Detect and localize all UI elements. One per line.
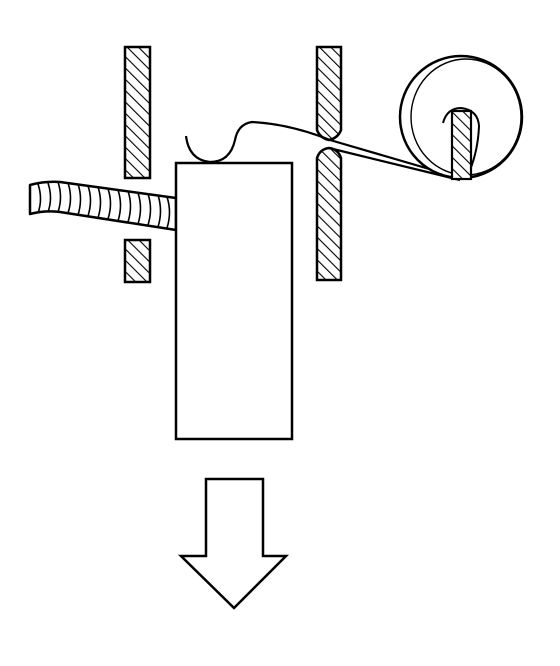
left-wall-upper <box>123 45 152 180</box>
wire-loop <box>184 120 461 180</box>
right-wall-upper <box>315 45 343 142</box>
reel-spindle <box>450 109 473 181</box>
left-wall-lower <box>123 238 152 284</box>
reel-hub-spiral <box>442 106 481 171</box>
down-arrow <box>177 477 290 610</box>
left-wall <box>123 45 152 284</box>
right-wall-lower <box>315 146 343 282</box>
reel <box>398 54 524 181</box>
braided-hose <box>28 180 178 232</box>
block <box>174 161 294 441</box>
right-wall <box>315 45 343 282</box>
